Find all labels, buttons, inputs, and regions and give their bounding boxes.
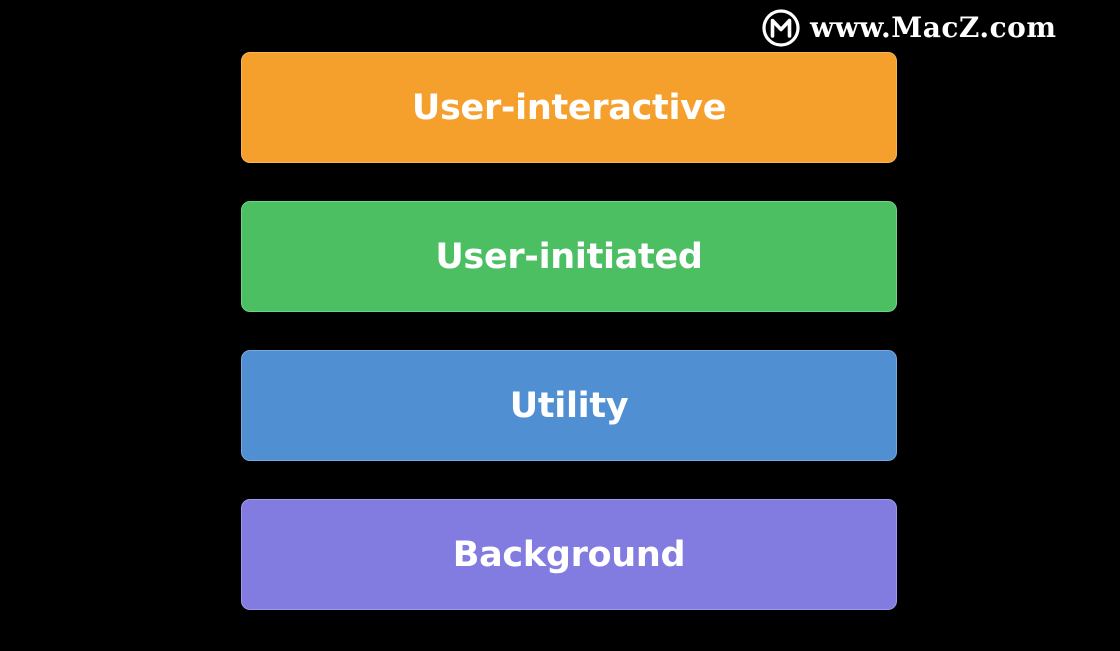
tier-label: Utility: [509, 385, 629, 426]
qos-tier-stack: User-interactive User-initiated Utility …: [241, 52, 897, 610]
tier-label: Background: [452, 534, 686, 575]
tier-label: User-initiated: [435, 236, 703, 277]
watermark-text: www.MacZ.com: [810, 11, 1057, 44]
tier-user-initiated: User-initiated: [241, 201, 897, 312]
watermark: www.MacZ.com: [762, 8, 1056, 48]
tier-utility: Utility: [241, 350, 897, 461]
tier-user-interactive: User-interactive: [241, 52, 897, 163]
macz-logo-icon: [762, 9, 800, 47]
tier-label: User-interactive: [411, 87, 727, 128]
tier-background: Background: [241, 499, 897, 610]
